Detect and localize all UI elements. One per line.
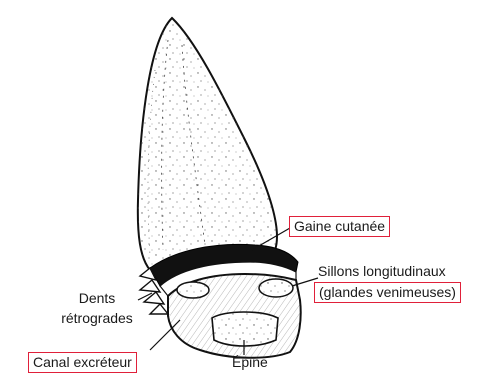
label-gaine-cutanee: Gaine cutanée [289, 216, 390, 237]
label-canal-excreteur: Canal excréteur [28, 352, 137, 373]
label-epine: Épine [232, 354, 268, 370]
label-sillons-longitudinaux: Sillons longitudinaux [318, 263, 446, 279]
label-glandes-venimeuses: (glandes venimeuses) [314, 282, 461, 303]
label-retrogrades: rétrogrades [52, 310, 142, 326]
label-dents: Dents [52, 290, 142, 306]
